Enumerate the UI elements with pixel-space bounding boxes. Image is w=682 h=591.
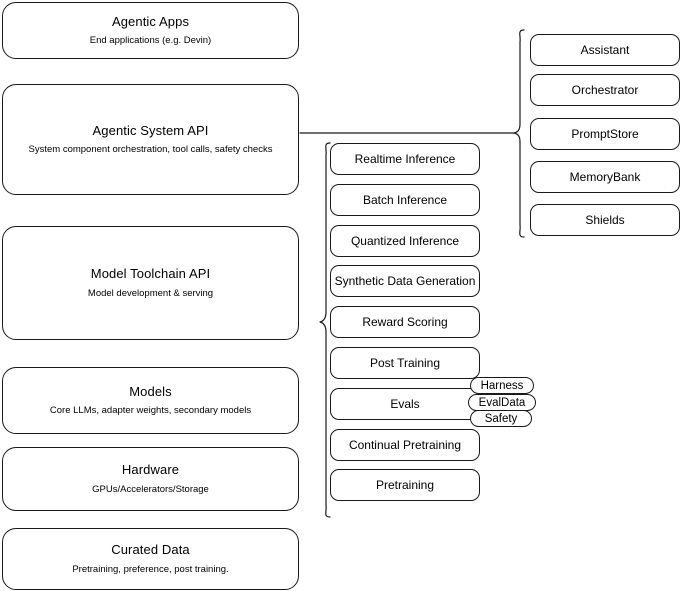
component-label: PromptStore	[571, 126, 639, 141]
component-orchestrator[interactable]: Orchestrator	[530, 74, 680, 106]
layer-subtitle: Core LLMs, adapter weights, secondary mo…	[49, 405, 252, 417]
component-reward-scoring[interactable]: Reward Scoring	[330, 306, 480, 338]
component-synthetic-data-generation[interactable]: Synthetic Data Generation	[330, 265, 480, 297]
component-label: Realtime Inference	[354, 151, 456, 166]
component-label: Continual Pretraining	[348, 437, 462, 452]
component-label: MemoryBank	[569, 169, 641, 184]
component-memorybank[interactable]: MemoryBank	[530, 161, 680, 193]
layer-title: Curated Data	[111, 542, 190, 558]
layer-title: Agentic Apps	[111, 13, 190, 29]
layer-model-toolchain-api[interactable]: Model Toolchain API Model development & …	[2, 226, 299, 340]
layer-title: Model Toolchain API	[90, 266, 211, 282]
layer-hardware[interactable]: Hardware GPUs/Accelerators/Storage	[2, 447, 299, 511]
layer-agentic-system-api[interactable]: Agentic System API System component orch…	[2, 84, 299, 195]
component-shields[interactable]: Shields	[530, 204, 680, 236]
component-promptstore[interactable]: PromptStore	[530, 118, 680, 150]
badge-label: EvalData	[478, 396, 526, 409]
component-pretraining[interactable]: Pretraining	[330, 469, 480, 501]
layer-models[interactable]: Models Core LLMs, adapter weights, secon…	[2, 367, 299, 434]
layer-subtitle: System component orchestration, tool cal…	[28, 144, 273, 156]
badge-evaldata[interactable]: EvalData	[468, 394, 536, 411]
layer-agentic-apps[interactable]: Agentic Apps End applications (e.g. Devi…	[2, 2, 299, 59]
component-post-training[interactable]: Post Training	[330, 347, 480, 379]
layer-subtitle: Pretraining, preference, post training.	[72, 563, 229, 575]
component-label: Orchestrator	[571, 82, 639, 97]
layer-title: Agentic System API	[92, 122, 209, 138]
component-evals[interactable]: Evals	[330, 388, 480, 420]
layer-title: Models	[129, 383, 172, 399]
component-label: Batch Inference	[362, 192, 448, 207]
component-label: Quantized Inference	[350, 233, 460, 248]
badge-safety[interactable]: Safety	[470, 410, 532, 427]
layer-title: Hardware	[121, 462, 180, 478]
layer-curated-data[interactable]: Curated Data Pretraining, preference, po…	[2, 528, 299, 590]
badge-label: Harness	[480, 379, 524, 392]
component-label: Reward Scoring	[362, 314, 448, 329]
component-realtime-inference[interactable]: Realtime Inference	[330, 143, 480, 175]
bracket-model-toolchain-components	[319, 142, 331, 518]
layer-subtitle: End applications (e.g. Devin)	[89, 35, 212, 47]
component-label: Pretraining	[375, 477, 435, 492]
bracket-agentic-system-components	[513, 29, 525, 238]
component-label: Evals	[390, 396, 420, 411]
component-label: Shields	[585, 212, 625, 227]
component-assistant[interactable]: Assistant	[530, 34, 680, 66]
component-label: Synthetic Data Generation	[334, 273, 476, 288]
badge-label: Safety	[484, 412, 518, 425]
component-quantized-inference[interactable]: Quantized Inference	[330, 225, 480, 257]
layer-subtitle: Model development & serving	[87, 287, 214, 299]
component-label: Assistant	[580, 42, 630, 57]
badge-harness[interactable]: Harness	[470, 377, 534, 394]
component-batch-inference[interactable]: Batch Inference	[330, 184, 480, 216]
layer-subtitle: GPUs/Accelerators/Storage	[92, 483, 209, 495]
component-label: Post Training	[369, 355, 441, 370]
component-continual-pretraining[interactable]: Continual Pretraining	[330, 429, 480, 461]
